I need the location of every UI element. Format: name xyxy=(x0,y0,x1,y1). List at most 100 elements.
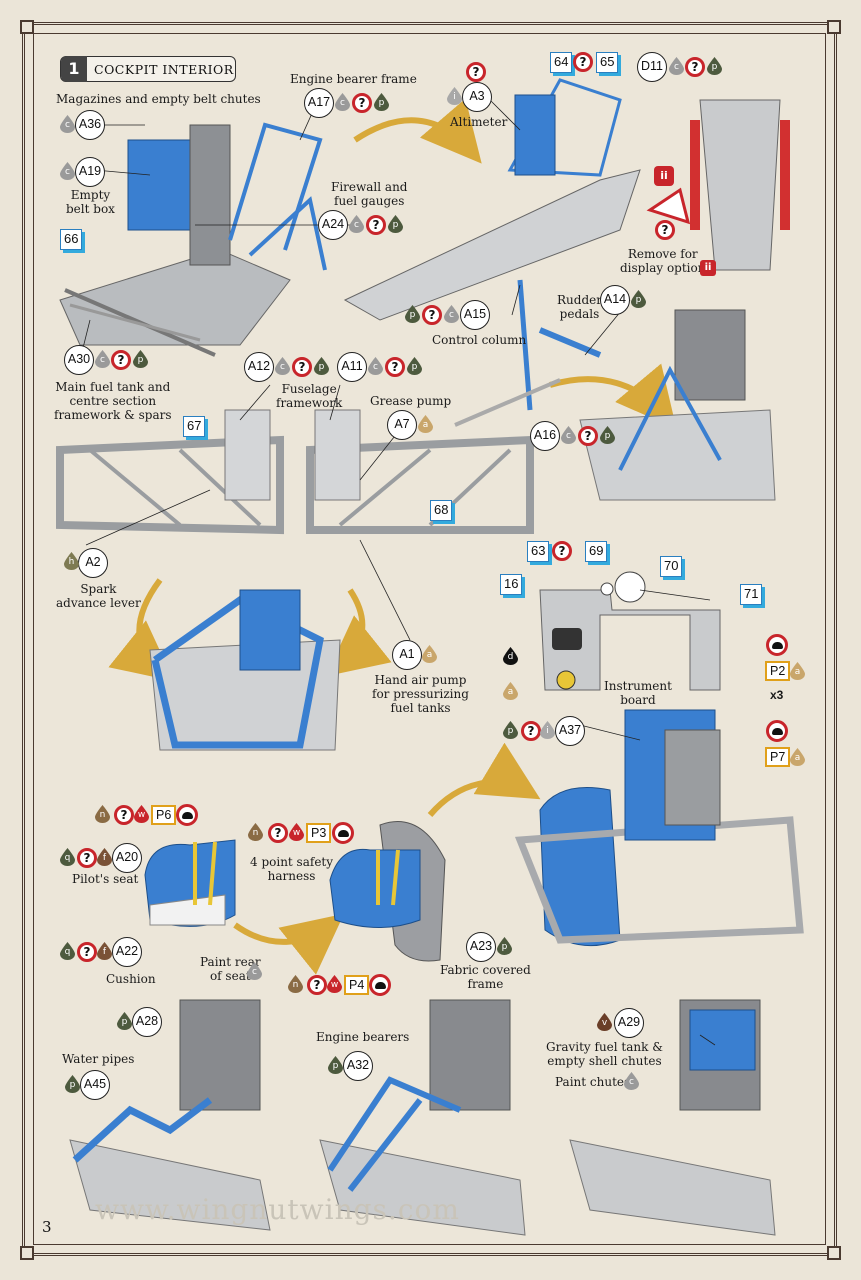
question-marker: ? xyxy=(366,215,386,235)
frame-corner xyxy=(20,20,34,34)
question-marker: ? xyxy=(352,93,372,113)
paint-code-p: p xyxy=(507,726,514,736)
label-control-column: Control column xyxy=(432,333,527,347)
paint-code-p: p xyxy=(378,98,385,108)
paint-code-a: a xyxy=(507,687,514,697)
paint-drop-p: p xyxy=(374,93,389,111)
paint-drop-c: c xyxy=(335,93,350,111)
label-fuselage-framework: Fuselage framework xyxy=(276,382,343,410)
decal-65: 65 xyxy=(596,52,619,73)
elephant-icon xyxy=(176,804,198,826)
paint-drop-p: p xyxy=(388,215,403,233)
label-spark-advance: Spark advance lever xyxy=(56,582,141,610)
decal-67: 67 xyxy=(183,416,206,437)
paint-code-c: c xyxy=(100,355,105,365)
paint-code-f: f xyxy=(102,947,107,957)
paint-code-a: a xyxy=(422,420,429,430)
paint-code-c: c xyxy=(674,62,679,72)
label-cushion: Cushion xyxy=(106,972,156,986)
label-empty-belt-box: Empty belt box xyxy=(66,188,115,216)
question-marker: ? xyxy=(573,52,593,72)
decal-63: 63 xyxy=(527,541,550,562)
website-watermark: www.wingnutwings.com xyxy=(95,1193,460,1226)
label-paint-chutes: Paint chutes xyxy=(555,1075,631,1089)
question-marker: ? xyxy=(422,305,442,325)
label-pilots-seat: Pilot's seat xyxy=(72,872,139,886)
paint-drop-n: n xyxy=(95,805,110,823)
frame-corner xyxy=(20,1246,34,1260)
label-paint-rear: Paint rear of seat xyxy=(200,955,261,983)
paint-code-q: q xyxy=(64,947,71,957)
fuselage-assembly-art xyxy=(149,589,341,751)
paint-code-p: p xyxy=(411,362,418,372)
paint-drop-p: p xyxy=(405,305,420,323)
elephant-icon xyxy=(766,720,788,742)
paint-drop-f: f xyxy=(97,942,112,960)
paint-code-n: n xyxy=(292,980,299,990)
paint-code-n: n xyxy=(252,828,259,838)
decal-66: 66 xyxy=(60,229,83,250)
paint-drop-p: p xyxy=(117,1012,132,1030)
paint-drop-p: p xyxy=(631,290,646,308)
label-engine-bearers: Engine bearers xyxy=(316,1030,410,1044)
paint-drop-c: c xyxy=(60,162,75,180)
paint-drop-p: p xyxy=(407,357,422,375)
paint-code-a: a xyxy=(794,753,801,763)
decal-69: 69 xyxy=(585,541,608,562)
paint-drop-p: p xyxy=(328,1056,343,1074)
part-A19: A19 xyxy=(75,157,105,187)
pe-part-P3: P3 xyxy=(306,823,332,843)
paint-code-p: p xyxy=(392,220,399,230)
part-A14: A14 xyxy=(600,285,630,315)
paint-drop-d: d xyxy=(503,647,518,665)
paint-drop-p: p xyxy=(314,357,329,375)
part-A2: A2 xyxy=(78,548,108,578)
part-D11: D11 xyxy=(637,52,667,82)
question-marker: ? xyxy=(307,975,327,995)
decal-71: 71 xyxy=(740,584,763,605)
section-number: 1 xyxy=(61,56,87,82)
paint-code-d: d xyxy=(507,652,514,662)
decal-70: 70 xyxy=(660,556,683,577)
part-A29: A29 xyxy=(614,1008,644,1038)
paint-drop-p: p xyxy=(65,1075,80,1093)
magazines-assembly-art xyxy=(59,122,327,357)
paint-code-c: c xyxy=(629,1077,634,1087)
paint-code-c: c xyxy=(566,431,571,441)
question-marker: ? xyxy=(655,220,675,240)
paint-drop-w: w xyxy=(289,823,304,841)
paint-drop-p: p xyxy=(133,350,148,368)
paint-code-p: p xyxy=(137,355,144,365)
part-A20: A20 xyxy=(112,843,142,873)
label-grease-pump: Grease pump xyxy=(370,394,452,408)
label-magazines: Magazines and empty belt chutes xyxy=(56,92,261,106)
section-title: 1 COCKPIT INTERIOR xyxy=(60,56,236,82)
paint-code-p: p xyxy=(121,1017,128,1027)
section-title-text: COCKPIT INTERIOR xyxy=(94,62,234,77)
paint-code-n: n xyxy=(99,810,106,820)
part-A45: A45 xyxy=(80,1070,110,1100)
label-instrument-board: Instrument board xyxy=(604,679,672,707)
elephant-icon xyxy=(332,822,354,844)
paint-drop-h: h xyxy=(64,552,79,570)
question-marker: ? xyxy=(385,357,405,377)
decal-64: 64 xyxy=(550,52,573,73)
label-hand-air-pump: Hand air pump for pressurizing fuel tank… xyxy=(372,673,469,715)
elephant-icon xyxy=(369,974,391,996)
paint-drop-a: a xyxy=(790,662,805,680)
paint-drop-a: a xyxy=(503,682,518,700)
paint-drop-i: i xyxy=(540,721,555,739)
paint-drop-c: c xyxy=(60,115,75,133)
paint-code-q: q xyxy=(64,853,71,863)
fuselage-altimeter-art xyxy=(343,78,641,321)
page-number: 3 xyxy=(42,1218,52,1236)
part-A23: A23 xyxy=(466,932,496,962)
decal-16: 16 xyxy=(500,574,523,595)
instrument-board-art xyxy=(539,571,721,691)
label-main-fuel-tank: Main fuel tank and centre section framew… xyxy=(54,380,172,422)
part-A30: A30 xyxy=(64,345,94,375)
part-A24: A24 xyxy=(318,210,348,240)
paint-code-c: c xyxy=(340,98,345,108)
